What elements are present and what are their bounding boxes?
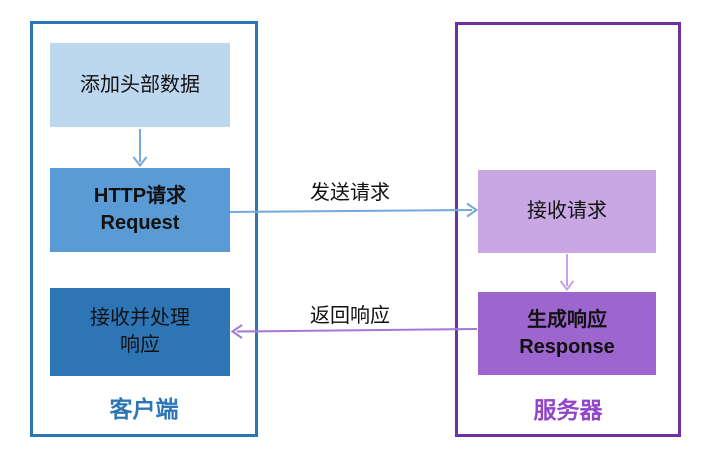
generate-response-box: 生成响应 Response <box>478 292 656 375</box>
receive-process-response-box: 接收并处理 响应 <box>50 288 230 376</box>
client-container: 添加头部数据 HTTP请求 Request 接收并处理 响应 客户端 <box>30 21 258 437</box>
receive-request-label: 接收请求 <box>527 200 607 222</box>
send-request-arrow <box>229 202 479 218</box>
http-request-label-en: Request <box>100 212 180 234</box>
server-title: 服务器 <box>533 397 603 423</box>
send-request-label: 发送请求 <box>310 182 390 204</box>
add-header-data-label: 添加头部数据 <box>80 73 200 96</box>
return-response-label: 返回响应 <box>310 305 390 327</box>
generate-response-label-cn: 生成响应 <box>527 308 607 331</box>
receive-process-label-line2: 响应 <box>120 334 160 356</box>
http-request-label-cn: HTTP请求 <box>93 185 187 207</box>
server-container: 接收请求 生成响应 Response 服务器 <box>455 22 681 437</box>
generate-response-label-en: Response <box>519 335 615 358</box>
add-header-data-box: 添加头部数据 <box>50 43 230 127</box>
receive-process-label-line1: 接收并处理 <box>90 307 190 329</box>
http-request-box: HTTP请求 Request <box>50 168 230 252</box>
receive-request-box: 接收请求 <box>478 170 656 253</box>
client-title: 客户端 <box>109 396 179 422</box>
